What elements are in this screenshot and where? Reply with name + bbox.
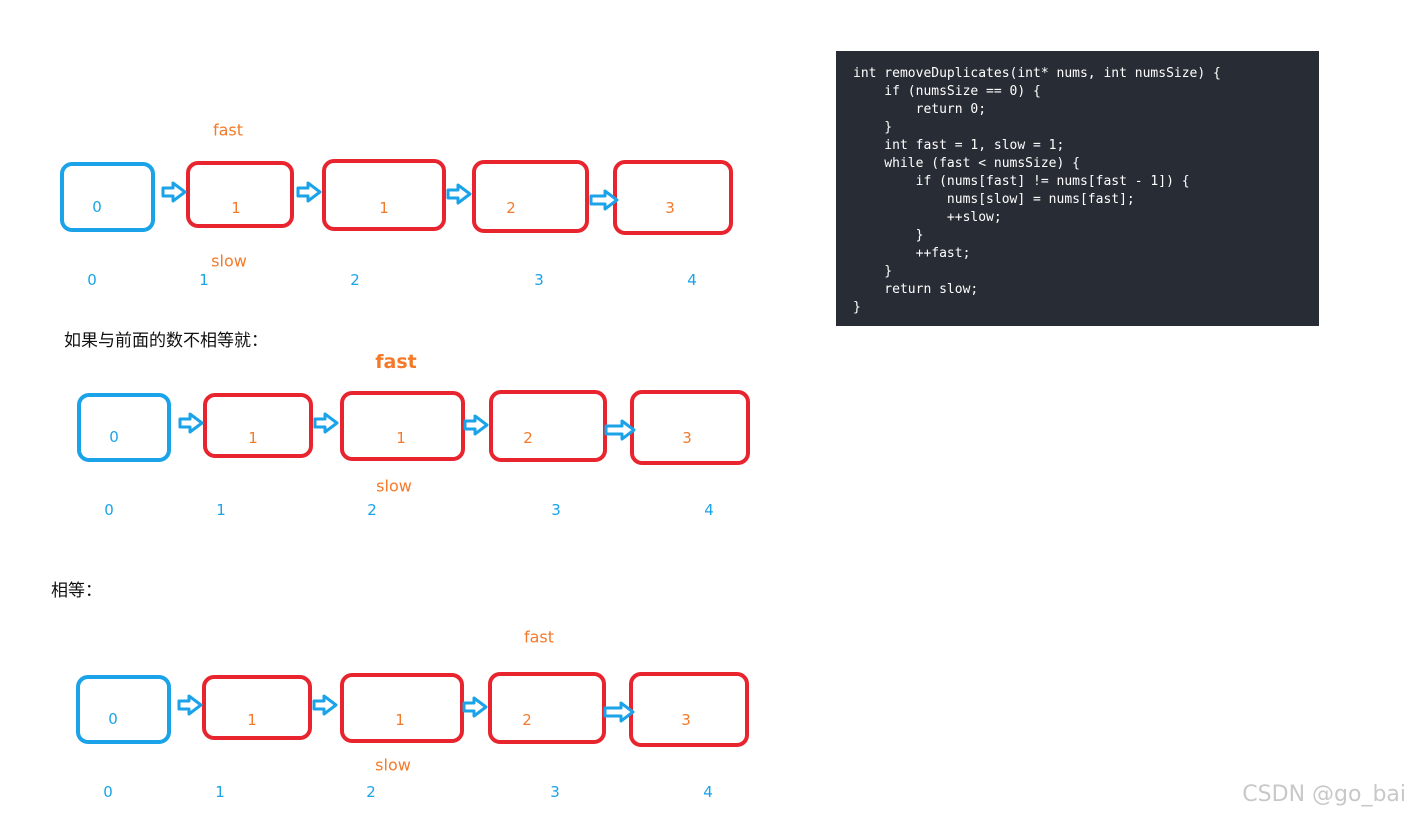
array-cell-2 — [322, 159, 446, 231]
cell-value: 3 — [681, 711, 691, 729]
right-arrow-icon — [313, 412, 339, 434]
fast-pointer-label: fast — [212, 120, 244, 140]
right-arrow-icon — [589, 189, 619, 211]
index-label: 2 — [350, 271, 360, 289]
array-cell-0 — [76, 675, 171, 744]
index-label: 1 — [216, 501, 226, 519]
cell-value: 2 — [522, 711, 532, 729]
cell-value: 0 — [108, 710, 118, 728]
cell-value: 2 — [523, 429, 533, 447]
array-cell-1 — [203, 393, 313, 458]
slow-pointer-label: slow — [211, 251, 247, 271]
right-arrow-icon — [312, 694, 338, 716]
index-label: 4 — [704, 501, 714, 519]
code-line: ++fast; — [853, 246, 971, 261]
right-arrow-icon — [446, 183, 472, 205]
index-label: 4 — [687, 271, 697, 289]
fast-pointer-label: fast — [523, 627, 555, 647]
index-label: 3 — [550, 783, 560, 801]
right-arrow-icon — [296, 181, 322, 203]
code-line: nums[slow] = nums[fast]; — [853, 192, 1135, 207]
cell-value: 1 — [379, 199, 389, 217]
code-line: } — [853, 228, 924, 243]
code-line: } — [853, 264, 893, 279]
cell-value: 1 — [396, 429, 406, 447]
code-line: return 0; — [853, 102, 987, 117]
watermark: CSDN @go_bai — [1242, 782, 1406, 807]
right-arrow-icon — [463, 414, 489, 436]
array-cell-2 — [340, 673, 464, 743]
array-cell-3 — [488, 672, 606, 744]
index-label: 1 — [199, 271, 209, 289]
right-arrow-icon — [161, 181, 187, 203]
array-cell-1 — [186, 161, 294, 228]
index-label: 0 — [87, 271, 97, 289]
right-arrow-icon — [604, 419, 636, 441]
index-label: 4 — [703, 783, 713, 801]
cell-value: 1 — [247, 711, 257, 729]
code-line: } — [853, 120, 893, 135]
array-cell-1 — [202, 675, 312, 740]
cell-value: 2 — [506, 199, 516, 217]
array-cell-0 — [77, 393, 171, 462]
slow-pointer-label: slow — [375, 755, 411, 775]
index-label: 3 — [534, 271, 544, 289]
caption-not-equal: 如果与前面的数不相等就： — [64, 331, 268, 351]
code-line: ++slow; — [853, 210, 1002, 225]
cell-value: 1 — [395, 711, 405, 729]
code-line: } — [853, 300, 861, 315]
index-label: 2 — [367, 501, 377, 519]
index-label: 3 — [551, 501, 561, 519]
code-line: if (nums[fast] != nums[fast - 1]) { — [853, 174, 1190, 189]
index-label: 0 — [103, 783, 113, 801]
code-line: while (fast < numsSize) { — [853, 156, 1080, 171]
index-label: 2 — [366, 783, 376, 801]
array-cell-3 — [489, 390, 607, 462]
right-arrow-icon — [462, 696, 488, 718]
array-cell-4 — [629, 672, 749, 747]
code-block: int removeDuplicates(int* nums, int nums… — [836, 51, 1319, 326]
cell-value: 3 — [665, 199, 675, 217]
array-cell-4 — [630, 390, 750, 465]
slow-pointer-label: slow — [376, 476, 412, 496]
array-cell-2 — [340, 391, 465, 461]
cell-value: 0 — [92, 198, 102, 216]
code-line: if (numsSize == 0) { — [853, 84, 1041, 99]
code-line: return slow; — [853, 282, 979, 297]
caption-equal: 相等： — [51, 581, 102, 601]
cell-value: 0 — [109, 428, 119, 446]
array-cell-4 — [613, 160, 733, 235]
array-cell-0 — [60, 162, 155, 232]
cell-value: 1 — [248, 429, 258, 447]
index-label: 0 — [104, 501, 114, 519]
cell-value: 1 — [231, 199, 241, 217]
right-arrow-icon — [603, 701, 635, 723]
fast-pointer-label: fast — [375, 351, 417, 373]
code-line: int fast = 1, slow = 1; — [853, 138, 1065, 153]
right-arrow-icon — [177, 694, 203, 716]
cell-value: 3 — [682, 429, 692, 447]
right-arrow-icon — [178, 412, 204, 434]
array-cell-3 — [472, 160, 589, 233]
index-label: 1 — [215, 783, 225, 801]
code-line: int removeDuplicates(int* nums, int nums… — [853, 66, 1221, 81]
